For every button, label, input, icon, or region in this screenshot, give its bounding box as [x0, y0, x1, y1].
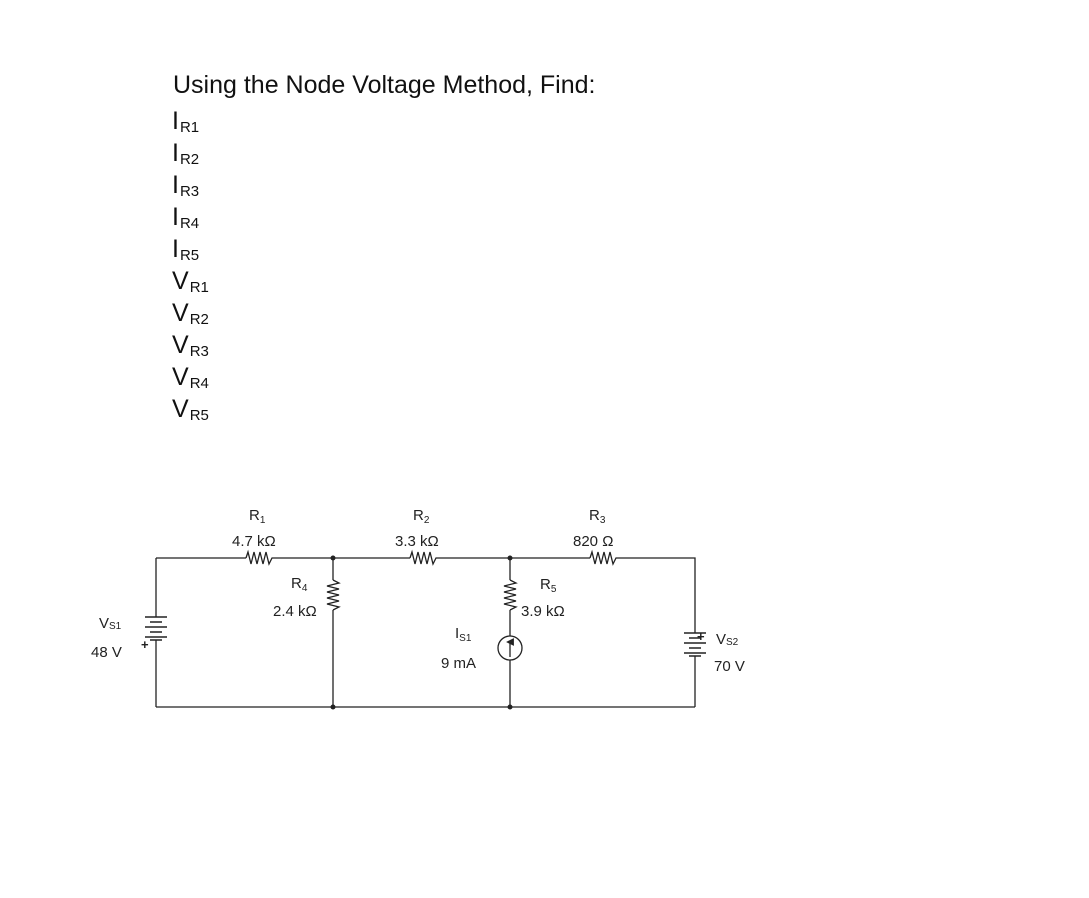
vs1-value: 48 V: [91, 644, 122, 661]
find-item-main: I: [172, 203, 179, 231]
r4-resistor-symbol: [326, 579, 341, 611]
r3-value: 820 Ω: [573, 533, 613, 550]
find-item-sub: R2: [179, 151, 200, 168]
find-item-main: V: [172, 395, 189, 423]
find-item-sub: R4: [189, 375, 209, 392]
junction-node2-bottom: [507, 704, 513, 710]
find-item-ir4: IR4: [172, 204, 199, 234]
r5-label: R5: [540, 576, 557, 595]
find-item-ir1: IR1: [172, 108, 199, 138]
find-item-sub: R3: [179, 183, 200, 200]
r4-value: 2.4 kΩ: [273, 603, 317, 620]
find-item-main: V: [172, 363, 189, 391]
find-item-vr4: VR4: [172, 364, 209, 394]
junction-node2-top: [507, 555, 513, 561]
find-item-main: V: [172, 331, 189, 359]
r2-value: 3.3 kΩ: [395, 533, 439, 550]
vs2-battery-symbol: [684, 632, 706, 657]
find-item-ir5: IR5: [172, 236, 199, 266]
r2-label: R2: [413, 507, 430, 526]
r1-label: R1: [249, 507, 266, 526]
find-item-sub: R2: [189, 311, 209, 328]
r3-resistor-symbol: [589, 549, 617, 566]
find-item-sub: R1: [189, 279, 209, 296]
find-item-main: V: [172, 267, 189, 295]
find-item-sub: R5: [179, 247, 200, 264]
junction-node1-bottom: [330, 704, 336, 710]
r4-label: R4: [291, 575, 308, 594]
find-item-vr2: VR2: [172, 300, 209, 330]
find-item-main: I: [172, 235, 179, 263]
r3-label: R3: [589, 507, 606, 526]
find-item-vr5: VR5: [172, 396, 209, 426]
find-item-sub: R5: [189, 407, 209, 424]
r1-resistor-symbol: [245, 549, 273, 566]
find-item-vr3: VR3: [172, 332, 209, 362]
find-item-main: I: [172, 139, 179, 167]
find-item-main: I: [172, 171, 179, 199]
vs2-plus-sign: +: [697, 629, 705, 644]
r2-resistor-symbol: [409, 549, 437, 566]
find-item-sub: R4: [179, 215, 200, 232]
find-item-main: V: [172, 299, 189, 327]
vs1-battery-symbol: [145, 616, 167, 641]
find-item-sub: R1: [179, 119, 200, 136]
find-item-main: I: [172, 107, 179, 135]
vs1-plus-sign: +: [141, 637, 149, 652]
vs1-label: VS1: [99, 615, 122, 632]
find-item-ir2: IR2: [172, 140, 199, 170]
problem-heading: Using the Node Voltage Method, Find:: [173, 71, 596, 99]
find-item-vr1: VR1: [172, 268, 209, 298]
junction-node1-top: [330, 555, 336, 561]
vs2-value: 70 V: [714, 658, 745, 675]
r1-value: 4.7 kΩ: [232, 533, 276, 550]
vs2-label: VS2: [716, 631, 739, 648]
r5-resistor-symbol: [503, 579, 518, 611]
r5-value: 3.9 kΩ: [521, 603, 565, 620]
wire-top-r3-right: [617, 557, 696, 633]
find-item-ir3: IR3: [172, 172, 199, 202]
find-item-sub: R3: [189, 343, 209, 360]
is1-value: 9 mA: [441, 655, 476, 672]
is1-label: IS1: [455, 625, 472, 644]
